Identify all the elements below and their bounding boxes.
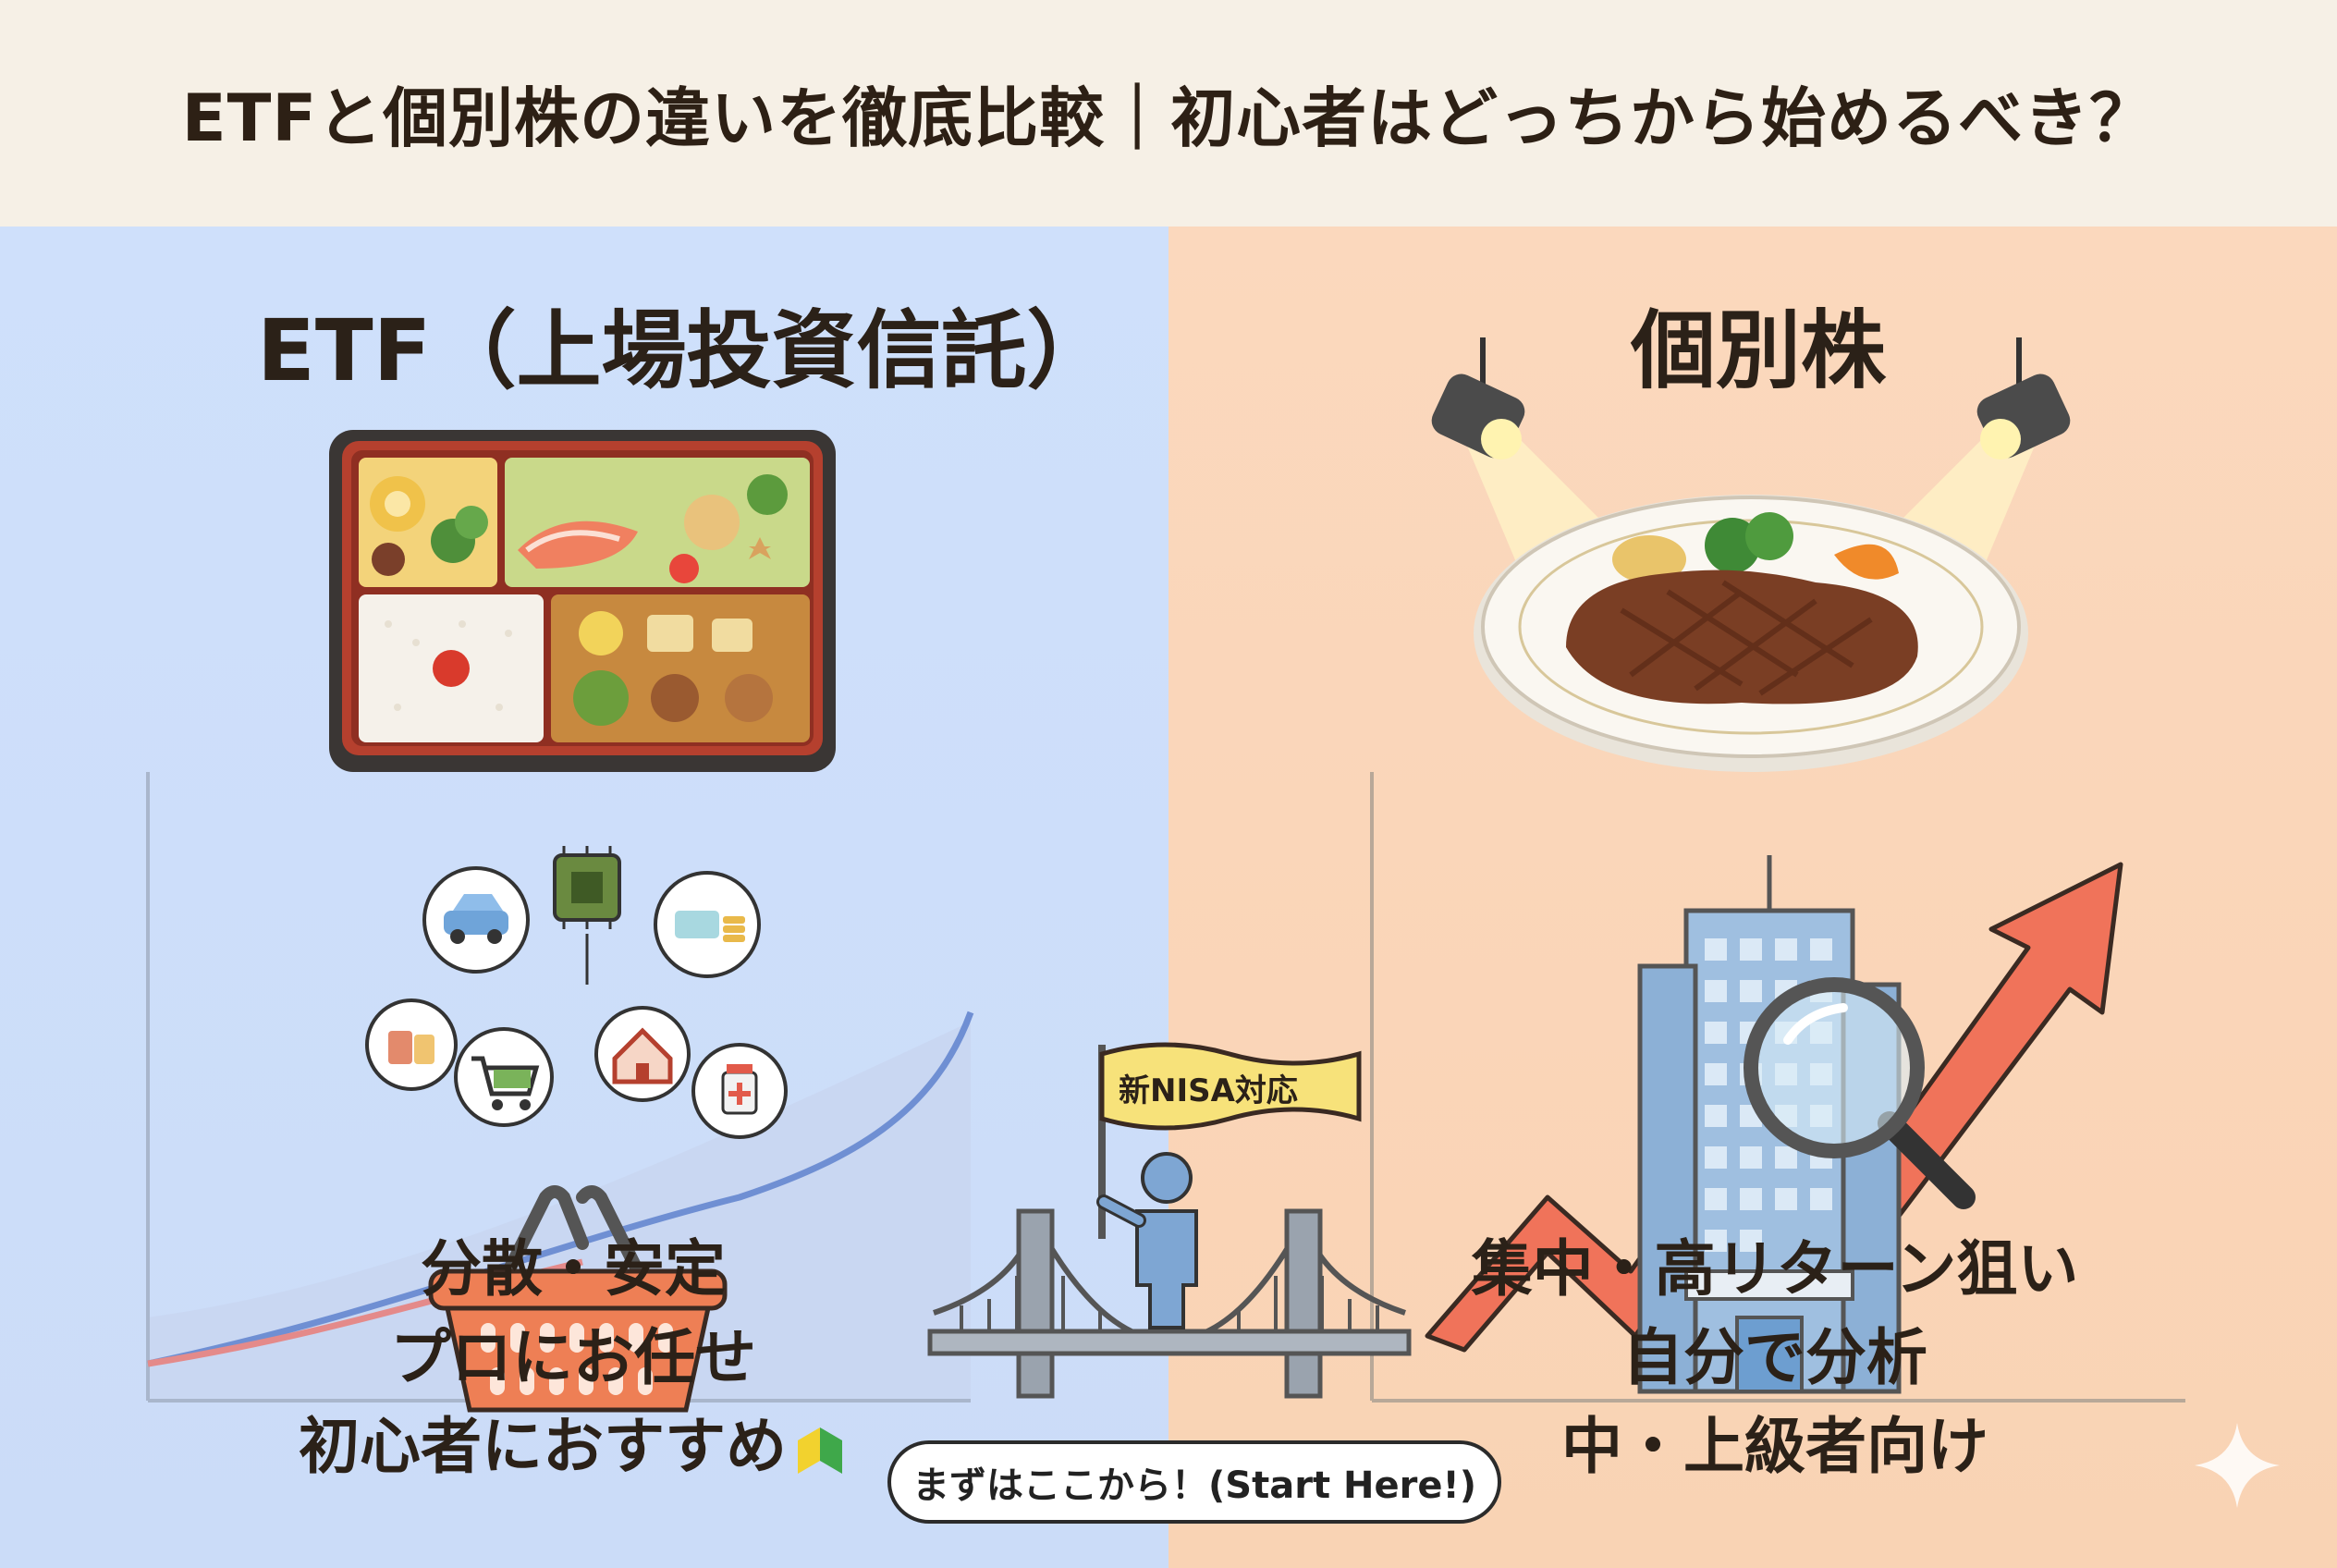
etf-features: 分散・安定 プロにお任せ 初心者におすすめ xyxy=(240,1225,906,1491)
wakaba-mark-icon xyxy=(798,1427,842,1474)
cart-icon xyxy=(454,1027,554,1127)
shop-bag-icon xyxy=(365,998,458,1091)
car-icon xyxy=(422,866,530,974)
magnifier-icon xyxy=(1744,977,1976,1209)
bento-box-icon xyxy=(329,430,836,772)
shopping-basket-icon xyxy=(428,1185,728,1413)
etf-panel: ETF（上場投資信託） xyxy=(0,227,1168,1568)
etf-components-icons xyxy=(365,846,788,1139)
page-title: ETFと個別株の違いを徹底比較｜初心者はどっちから始めるべき？ xyxy=(181,80,2156,156)
stock-feature-3: 中・上級者向け xyxy=(1561,1411,1988,1482)
etf-feature-2: プロにお任せ xyxy=(390,1322,756,1393)
etf-feature-3: 初心者におすすめ xyxy=(299,1411,787,1482)
nisa-flag-label: 新NISA対応 xyxy=(1119,1072,1298,1109)
stock-feature-1: 集中・高リターン狙い xyxy=(1471,1233,2079,1305)
sparkle-icon xyxy=(2195,1423,2280,1508)
bridge-icon xyxy=(927,1208,1412,1399)
steak-plate-icon xyxy=(1474,495,2028,772)
etf-panel-title: ETF（上場投資信託） xyxy=(257,301,1112,400)
person-icon xyxy=(1096,1152,1198,1329)
house-icon xyxy=(594,1006,691,1102)
stock-panel-title: 個別株 xyxy=(1631,301,1887,400)
etf-feature-3-row: 初心者におすすめ xyxy=(240,1403,906,1491)
start-here-bubble: まずはここから！(Start Here!) xyxy=(887,1440,1501,1524)
header-bar: ETFと個別株の違いを徹底比較｜初心者はどっちから始めるべき？ xyxy=(0,0,2337,227)
stock-features: 集中・高リターン狙い 自分で分析 中・上級者向け xyxy=(1424,1225,2126,1491)
stock-feature-2: 自分で分析 xyxy=(1622,1322,1927,1393)
chip-icon xyxy=(553,846,621,929)
coins-icon xyxy=(654,871,761,978)
start-here-text: まずはここから！(Start Here!) xyxy=(912,1464,1476,1507)
medicine-icon xyxy=(691,1043,788,1139)
etf-feature-1: 分散・安定 xyxy=(421,1233,726,1305)
